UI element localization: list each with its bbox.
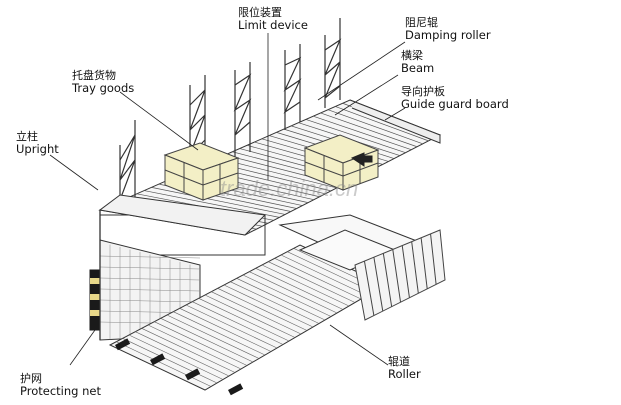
tray-goods-en: Tray goods: [72, 81, 135, 95]
tray-goods-label: 托盘货物 Tray goods: [72, 69, 134, 95]
beam-label: 横梁 Beam: [401, 49, 434, 75]
watermark: trade.china.cn: [220, 176, 359, 201]
end-guard-panel: [354, 229, 446, 321]
protecting-net-zh: 护网: [20, 372, 42, 385]
upright-en: Upright: [16, 142, 59, 156]
damping-roller-label: 阻尼辊 Damping roller: [405, 16, 491, 42]
upright-label: 立柱 Upright: [16, 130, 59, 156]
upright-zh: 立柱: [16, 130, 38, 143]
guide-guard-board-zh: 导向护板: [401, 85, 445, 98]
tray-goods-zh: 托盘货物: [72, 69, 116, 82]
end-stop-markers: [115, 338, 244, 396]
direction-arrow-icon: [350, 152, 373, 167]
guide-guard-board-label: 导向护板 Guide guard board: [401, 85, 509, 111]
protecting-net-label: 护网 Protecting net: [20, 372, 101, 398]
roller-label: 辊道 Roller: [388, 355, 421, 381]
beam-en: Beam: [401, 61, 435, 75]
limit-device-label: 限位装置 Limit device: [238, 6, 308, 32]
limit-device-en: Limit device: [238, 18, 308, 32]
guide-guard-board-en: Guide guard board: [401, 97, 509, 111]
protecting-net-en: Protecting net: [20, 384, 101, 398]
callout-leaders: [49, 33, 406, 366]
damping-roller-zh: 阻尼辊: [405, 16, 438, 29]
limit-device-zh: 限位装置: [238, 6, 282, 19]
damping-roller-en: Damping roller: [405, 28, 491, 42]
beam-zh: 横梁: [401, 49, 423, 62]
roller-zh: 辊道: [388, 355, 410, 368]
guide-guard-board: [349, 99, 441, 144]
tray-goods-left: [163, 142, 240, 201]
roller-en: Roller: [388, 367, 421, 381]
